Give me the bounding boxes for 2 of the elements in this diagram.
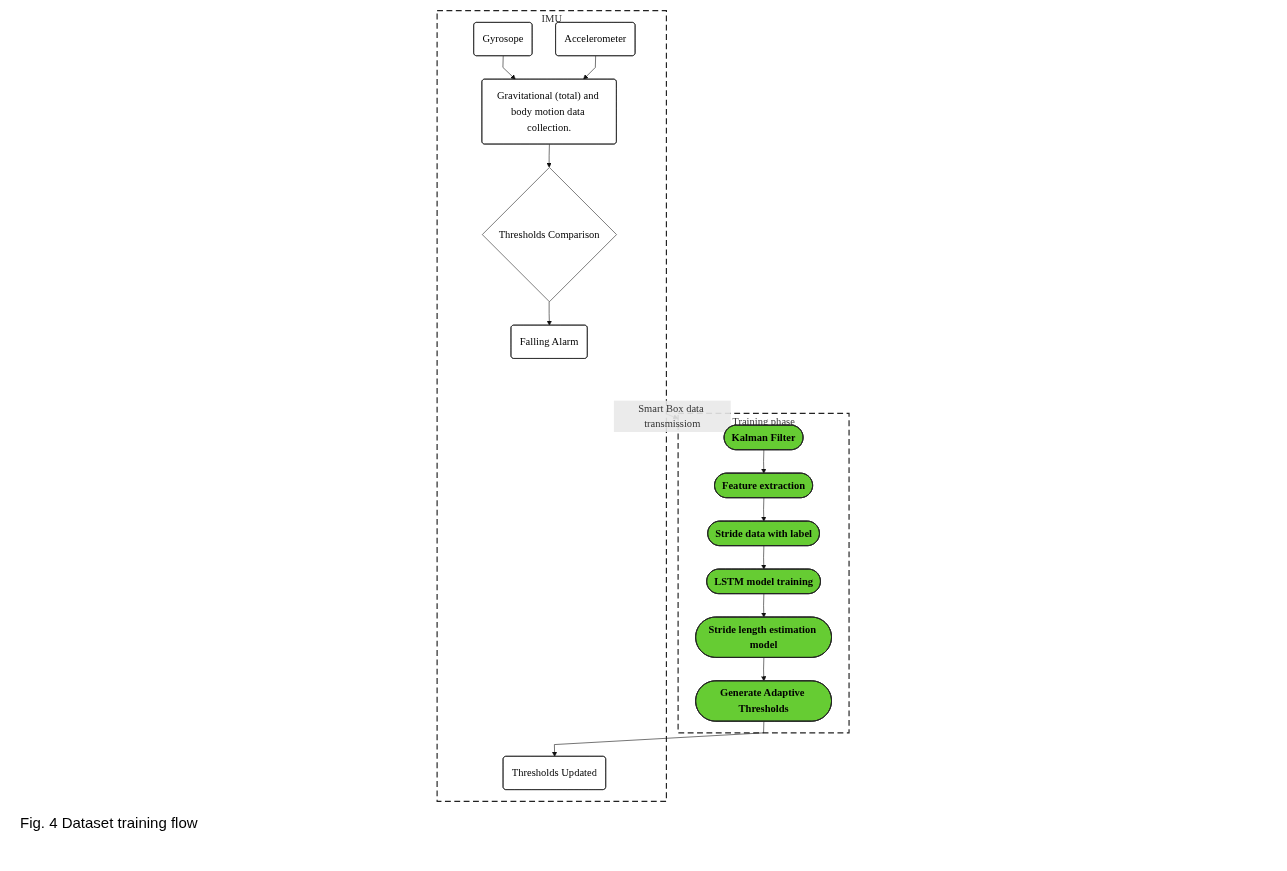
node-diamond: Thresholds Comparison (482, 167, 618, 302)
figure-caption: Fig. 4 Dataset training flow (20, 814, 199, 831)
